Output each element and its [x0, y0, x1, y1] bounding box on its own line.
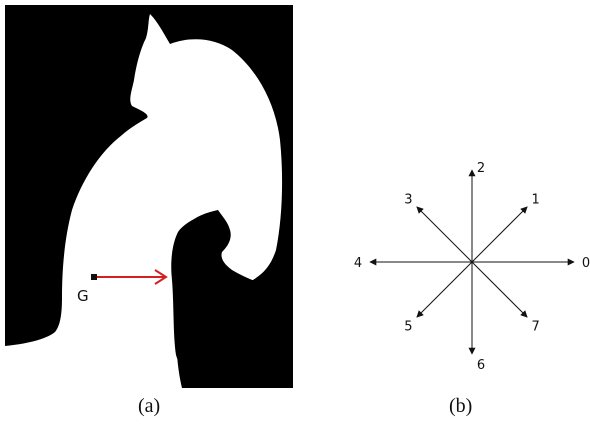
direction-label-7: 7 — [531, 320, 539, 335]
direction-label-5: 5 — [404, 320, 412, 335]
red-arrow-head — [154, 269, 168, 285]
direction-arrow-1 — [471, 206, 528, 263]
point-label-g: G — [77, 287, 89, 305]
caption-a: (a) — [138, 395, 161, 417]
direction-label-0: 0 — [582, 256, 590, 271]
caption-b: (b) — [449, 395, 473, 417]
direction-arrow-3 — [416, 206, 473, 263]
direction-diagram: 0 1 2 3 4 5 6 7 — [354, 161, 590, 373]
white-cat-silhouette — [5, 14, 283, 388]
direction-label-3: 3 — [404, 192, 412, 207]
direction-label-2: 2 — [477, 161, 485, 176]
direction-arrow-7 — [471, 261, 528, 318]
center-point-g — [91, 274, 97, 280]
direction-arrow-5 — [416, 261, 473, 318]
direction-label-1: 1 — [531, 192, 539, 207]
black-cat-silhouette — [173, 210, 270, 388]
panel-a: G — [5, 5, 293, 388]
direction-label-4: 4 — [354, 256, 362, 271]
direction-label-6: 6 — [477, 358, 485, 373]
